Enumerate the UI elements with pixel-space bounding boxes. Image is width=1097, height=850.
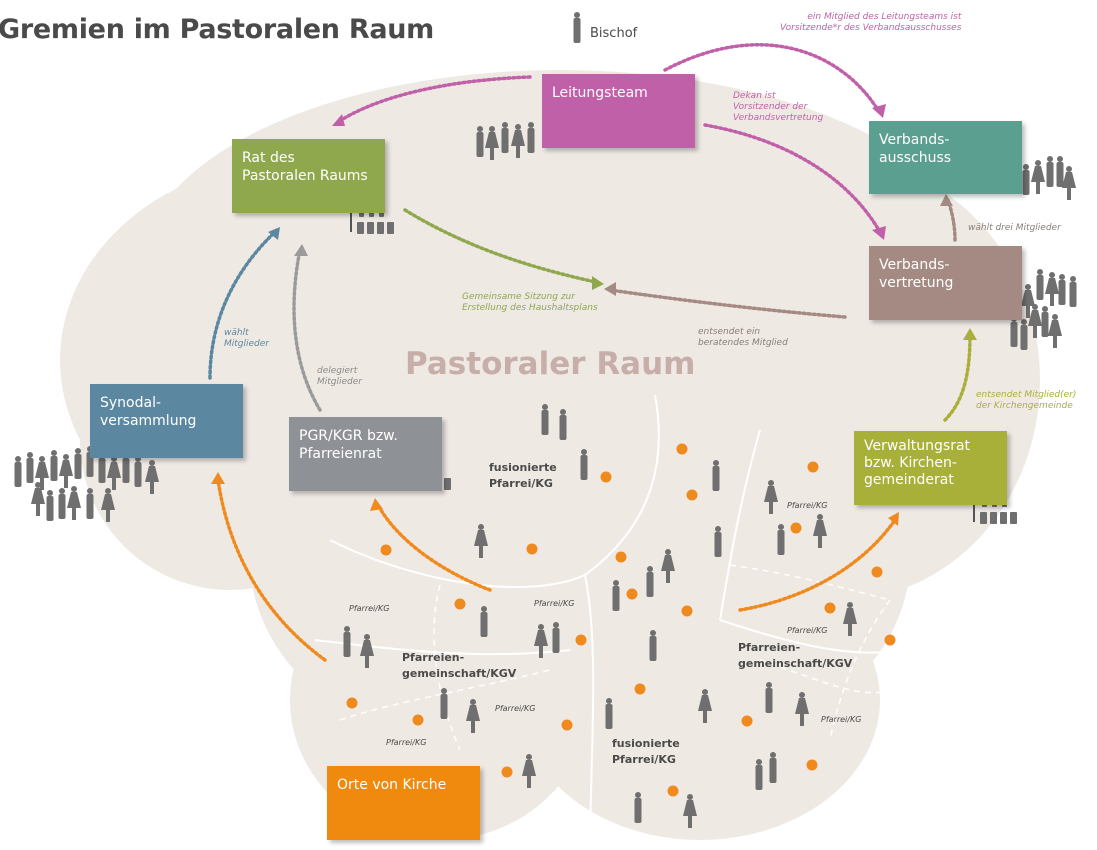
pfarrei-label: Pfarrei/KG bbox=[787, 626, 828, 635]
community-dots bbox=[346, 443, 896, 797]
box-verbandsvertretung: Verbands- vertretung bbox=[869, 246, 1022, 320]
pfarrei-label: Pfarrei/KG bbox=[787, 501, 828, 510]
region-fusionierte-bottom: fusionierte Pfarrei/KG bbox=[612, 737, 680, 766]
region-pg-right: Pfarreien- gemeinschaft/KGV bbox=[738, 641, 853, 670]
bischof-label: Bischof bbox=[590, 26, 638, 41]
pfarrei-label: Pfarrei/KG bbox=[821, 715, 862, 724]
diagram-title: Gremien im Pastoralen Raum bbox=[0, 14, 434, 45]
note-waehlt-drei: wählt drei Mitglieder bbox=[968, 223, 1061, 233]
arrow-rat-to-sitzung bbox=[403, 208, 602, 285]
pfarrei-label: Pfarrei/KG bbox=[349, 604, 390, 613]
arrow-verwaltung-to-vertretung bbox=[943, 333, 972, 422]
box-verbandsausschuss: Verbands- ausschuss bbox=[869, 121, 1022, 194]
note-waehlt-mitglieder: wählt Mitglieder bbox=[224, 328, 269, 349]
arrow-synodal-to-rat bbox=[208, 230, 277, 380]
arrow-area-to-pgr bbox=[376, 503, 492, 592]
arrow-orte-to-synodal bbox=[216, 478, 327, 662]
note-entsendet-kirchengemeinde: entsendet Mitglied(er) der Kirchengemein… bbox=[976, 390, 1077, 411]
region-pg-left: Pfarreien- gemeinschaft/KGV bbox=[402, 651, 517, 680]
pfarrei-label: Pfarrei/KG bbox=[386, 738, 427, 747]
pfarrei-label: Pfarrei/KG bbox=[495, 704, 536, 713]
arrow-area-to-verwaltung bbox=[738, 518, 897, 612]
arrow-vertretung-to-sitzung bbox=[608, 288, 847, 319]
box-leitungsteam: Leitungsteam bbox=[542, 74, 695, 148]
area-label: Pastoraler Raum bbox=[405, 346, 696, 382]
arrow-leitung-to-ausschuss bbox=[663, 43, 880, 112]
arrow-leitung-to-rat bbox=[336, 75, 532, 124]
arrow-heads bbox=[211, 104, 977, 526]
region-fusionierte-top: fusionierte Pfarrei/KG bbox=[489, 461, 557, 490]
box-rat: Rat des Pastoralen Raums bbox=[232, 139, 385, 213]
box-synodal: Synodal- versammlung bbox=[90, 384, 243, 458]
note-delegiert: delegiert Mitglieder bbox=[317, 366, 362, 387]
arrow-pgr-to-rat bbox=[292, 248, 322, 412]
pfarrei-label: Pfarrei/KG bbox=[534, 599, 575, 608]
box-pgr: PGR/KGR bzw. Pfarreienrat bbox=[289, 417, 442, 491]
box-verwaltungsrat: Verwaltungsrat bzw. Kirchen- gemeinderat bbox=[854, 431, 1007, 505]
note-gemeinsame-sitzung: Gemeinsame Sitzung zur Erstellung des Ha… bbox=[462, 292, 598, 313]
note-mitglied-leitungsteam: ein Mitglied des Leitungsteams ist Vorsi… bbox=[780, 12, 962, 33]
box-orte: Orte von Kirche bbox=[327, 766, 480, 840]
note-entsendet-beratend: entsendet ein beratendes Mitglied bbox=[698, 327, 788, 348]
arrow-leitung-to-vertretung bbox=[703, 123, 882, 234]
note-dekan: Dekan ist Vorsitzender der Verbandsvertr… bbox=[733, 91, 824, 123]
